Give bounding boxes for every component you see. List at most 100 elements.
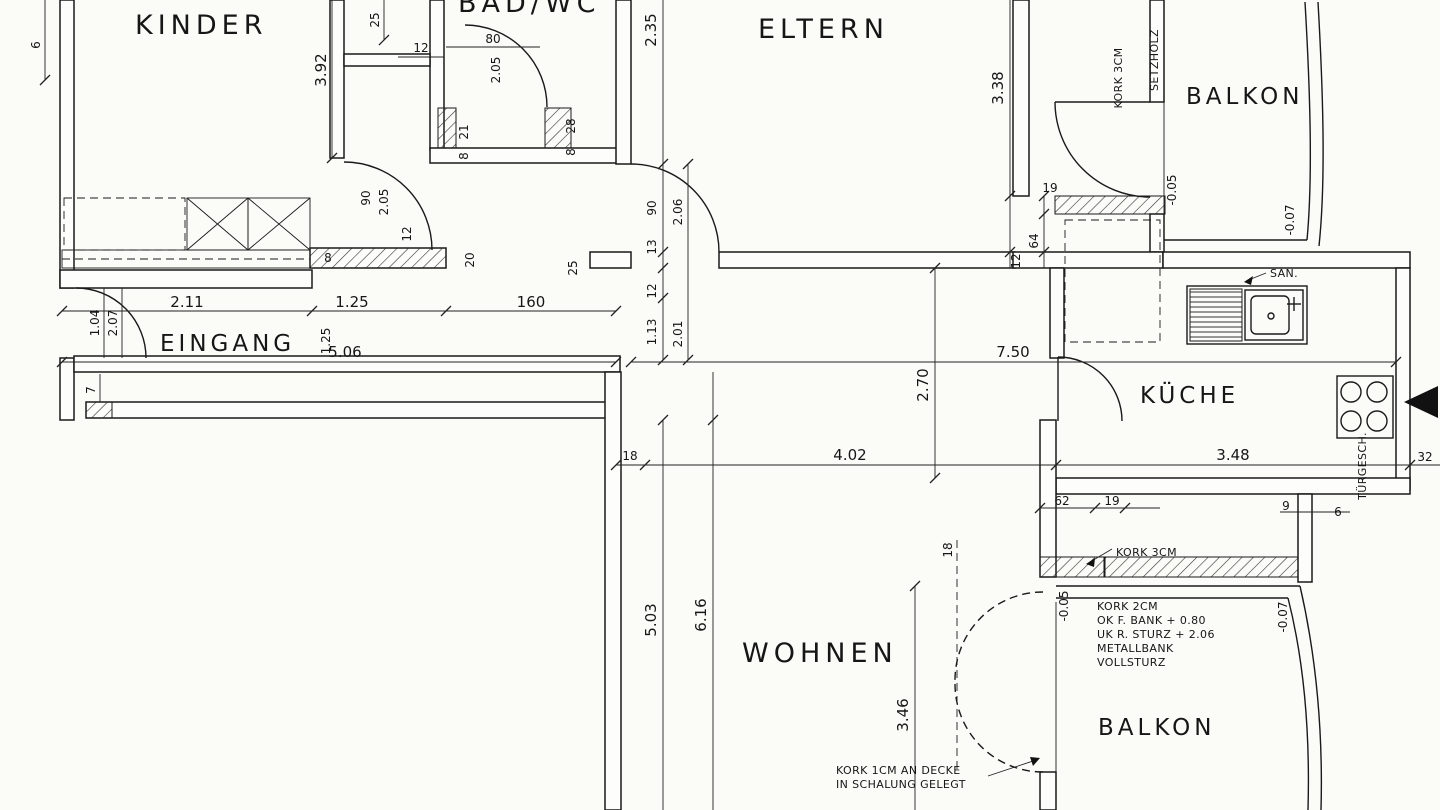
wall-segment xyxy=(85,401,621,419)
dim-links-6: 6 xyxy=(29,41,43,49)
dim-pfeiler-28: 28 xyxy=(564,118,578,133)
wardrobe xyxy=(247,197,311,251)
wall-segment xyxy=(604,371,622,810)
dim-flur-211: 2.11 xyxy=(170,293,203,311)
dim-kueche-348: 3.48 xyxy=(1216,446,1249,464)
dim-fenster-62: 62 xyxy=(1054,494,1069,508)
kitchen-counter xyxy=(1186,285,1308,345)
dim-fenster-6: 6 xyxy=(1334,505,1342,519)
dim-tuer-18: 18 xyxy=(941,542,955,557)
balcony-railing xyxy=(1299,585,1323,810)
labels-group: KINDER BAD/WC ELTERN BALKON EINGANG KÜCH… xyxy=(29,0,1433,791)
dim-wohnen-503: 5.03 xyxy=(642,603,660,636)
note-san: SAN. xyxy=(1270,267,1298,280)
dim-balkon2-minus007: -0.07 xyxy=(1276,601,1290,632)
dim-eingang-7: 7 xyxy=(84,386,98,394)
note-kork-1cm-zeile1: KORK 1CM AN DECKE xyxy=(836,764,961,777)
door-swing-kinder xyxy=(343,161,433,251)
burner-icon xyxy=(1366,410,1388,432)
door-swing-dashed xyxy=(954,683,1044,773)
wall-hatch xyxy=(85,401,113,419)
dim-oben-235: 2.35 xyxy=(642,13,660,46)
dim-kueche-750: 7.50 xyxy=(996,343,1029,361)
dim-wand-18: 18 xyxy=(622,449,637,463)
threshold-hatch xyxy=(1039,556,1105,578)
dim-wohnen-402: 4.02 xyxy=(833,446,866,464)
sink-basin-icon xyxy=(1250,295,1290,335)
room-label-kinder: KINDER xyxy=(135,10,267,41)
wardrobe-cross-lines xyxy=(186,197,311,251)
dim-eingang-207: 2.07 xyxy=(106,310,120,337)
note-setzholz: SETZHOLZ xyxy=(1148,29,1161,91)
balcony-railing xyxy=(1317,1,1324,247)
dim-eltern-tuer-hoehe: 2.06 xyxy=(671,199,685,226)
fixtures-group xyxy=(1186,285,1438,439)
note-kork-3cm-balkon: KORK 3CM xyxy=(1112,48,1125,109)
dim-kueche-270: 2.70 xyxy=(914,368,932,401)
wall-segment xyxy=(1297,493,1313,583)
dim-oben-12: 12 xyxy=(413,41,428,55)
dashed-fixture-outline xyxy=(1064,219,1161,343)
dim-bad-tuer-breite: 80 xyxy=(485,32,500,46)
wall-segment xyxy=(59,0,75,289)
dim-kinder-tuer-12: 12 xyxy=(400,226,414,241)
wall-segment xyxy=(343,53,431,67)
wall-segment xyxy=(73,355,621,373)
dim-pfeiler-8b: 8 xyxy=(564,148,578,156)
room-label-balkon-bottom: BALKON xyxy=(1098,715,1215,741)
dim-balkon-19: 19 xyxy=(1042,181,1057,195)
dim-eingang-104: 1.04 xyxy=(88,310,102,337)
door-swing-dashed xyxy=(954,591,1044,681)
arrowhead-icon xyxy=(1086,558,1095,567)
dim-durchgang-breite: 1.13 xyxy=(645,319,659,346)
wall-segment xyxy=(615,0,632,165)
pier-hatch xyxy=(544,107,572,149)
note-kork-3cm-fenster: KORK 3CM xyxy=(1116,546,1177,559)
dim-balkon-64: 64 xyxy=(1027,233,1041,248)
drainer-icon xyxy=(1189,288,1243,342)
dim-wand-8: 8 xyxy=(324,251,332,265)
room-label-eingang: EINGANG xyxy=(160,331,295,357)
arrowhead-icon xyxy=(1030,757,1040,766)
balcony-railing xyxy=(1304,1,1312,241)
dim-balkon-minus005: -0.05 xyxy=(1165,174,1179,205)
room-label-wohnen: WOHNEN xyxy=(742,638,898,669)
wall-segment xyxy=(1049,267,1065,359)
dim-bad-tuer-hoehe: 2.05 xyxy=(489,57,503,84)
wall-segment xyxy=(329,0,345,159)
burner-icon xyxy=(1340,381,1362,403)
door-swing-bad xyxy=(464,24,548,108)
drain-icon xyxy=(1267,312,1275,320)
dim-flur-125a: 1.25 xyxy=(335,293,368,311)
dim-rand-32: 32 xyxy=(1417,450,1432,464)
threshold-hatch xyxy=(1054,195,1166,215)
wall-segment xyxy=(59,269,313,289)
dim-flur-125b: 1.25 xyxy=(319,328,333,355)
burner-icon xyxy=(1366,381,1388,403)
note-kork-1cm-zeile2: IN SCHALUNG GELEGT xyxy=(836,778,966,791)
dim-balkon-12: 12 xyxy=(1009,253,1023,268)
wall-segment xyxy=(59,357,75,421)
dimension-lines-group xyxy=(39,0,1440,810)
dim-flur-506: 5.06 xyxy=(328,343,361,361)
dim-schwelle-minus005: -0.05 xyxy=(1057,590,1071,621)
dim-durchgang-hoehe: 2.01 xyxy=(671,321,685,348)
door-swing-kueche xyxy=(1057,356,1123,422)
note-tuergesch: TÜRGESCH. xyxy=(1356,432,1369,501)
wall-segment xyxy=(1012,0,1030,197)
windows-wardrobes-group xyxy=(61,197,1161,343)
dim-kinder-tuer-hoehe: 2.05 xyxy=(377,189,391,216)
dim-kinder-tuer-breite: 90 xyxy=(359,190,373,205)
note-kork-2cm: KORK 2CM xyxy=(1097,600,1158,613)
walls-group xyxy=(59,0,1411,810)
wall-segment xyxy=(589,251,632,269)
wall-segment xyxy=(1012,251,1164,269)
stove-icon xyxy=(1336,375,1394,439)
dim-flur-160: 160 xyxy=(517,293,546,311)
balcony-outlines-group xyxy=(1055,1,1324,810)
dim-flur-12: 12 xyxy=(645,283,659,298)
room-label-balkon-top: BALKON xyxy=(1186,84,1303,110)
dim-kinder-hoehe: 3.92 xyxy=(312,53,330,86)
